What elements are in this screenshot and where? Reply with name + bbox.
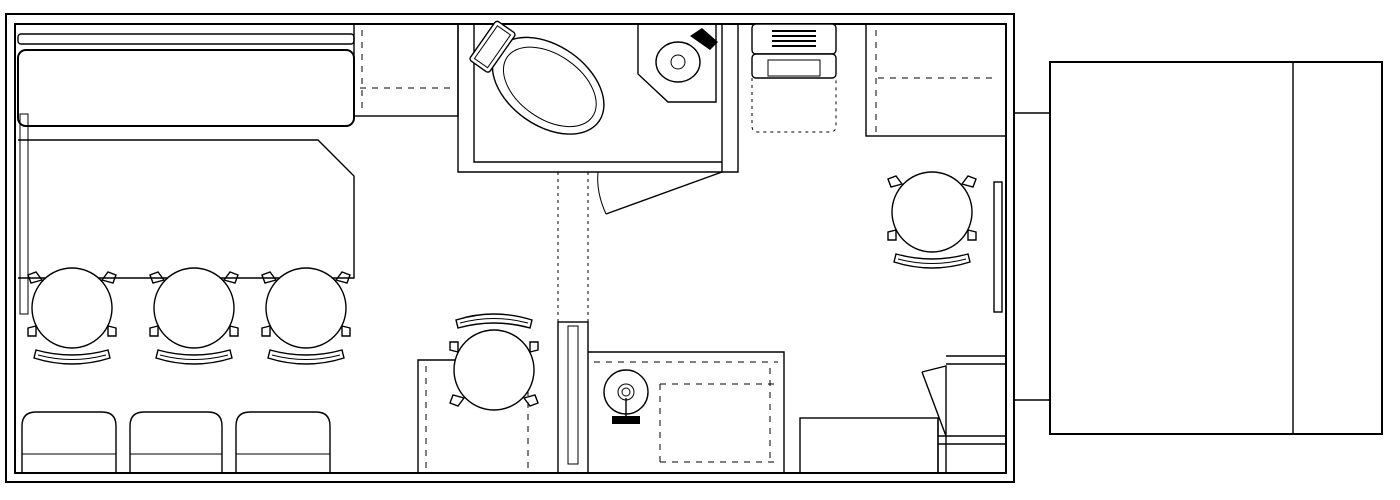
bathroom-sink [637, 23, 718, 103]
kitchen-sink [603, 369, 649, 424]
entry-unit [921, 355, 1006, 472]
storage-bins [21, 411, 331, 472]
closet [865, 23, 1007, 137]
pocket-door [557, 321, 589, 474]
chair [149, 267, 239, 365]
lounge-chair [751, 23, 837, 133]
kitchenette [588, 351, 785, 472]
bed [17, 33, 355, 127]
low-cabinet [799, 417, 939, 474]
counter [18, 113, 355, 315]
wardrobe [353, 23, 459, 117]
chair [27, 267, 117, 365]
outer-wall [5, 13, 1015, 483]
wall-shelf [993, 181, 1003, 313]
annex-room [1014, 61, 1383, 435]
bathroom-door [597, 171, 723, 215]
chair [261, 267, 351, 365]
sliding-door-track [557, 172, 589, 322]
chair [887, 171, 977, 269]
chair [449, 313, 539, 411]
toilet [469, 20, 605, 135]
